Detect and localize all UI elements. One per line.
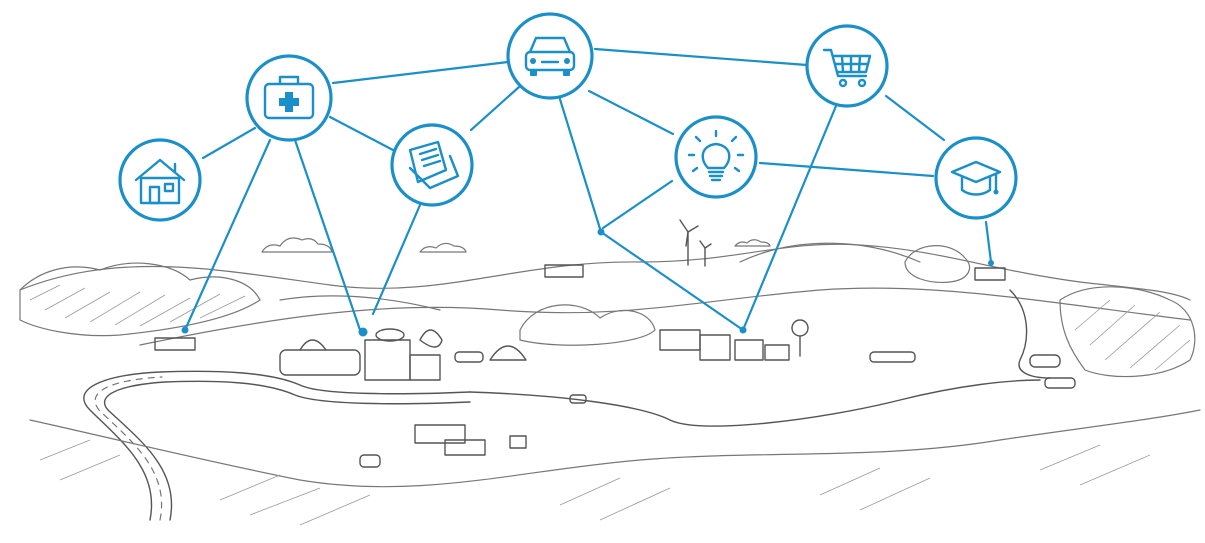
road-far-right	[1009, 289, 1051, 379]
wind-turbine	[679, 219, 712, 267]
center-trees	[519, 304, 656, 346]
left-bushes	[19, 262, 261, 337]
folder-documents-icon	[408, 140, 460, 190]
node-innovation	[674, 115, 758, 199]
graduation-cap-icon	[950, 160, 1002, 196]
light-bulb-icon	[687, 129, 745, 182]
mid-hill-line	[139, 287, 1191, 346]
anchor-dot	[988, 260, 994, 266]
road-left-centerline	[94, 376, 163, 521]
anchor-dot	[181, 326, 189, 334]
node-education	[934, 136, 1018, 220]
network-links	[183, 47, 993, 332]
road-right-edge-1	[469, 379, 1041, 427]
node-home	[118, 138, 202, 222]
node-documents	[390, 123, 474, 207]
right-bushes-hatching	[1074, 299, 1191, 371]
cloud-middle	[419, 242, 467, 253]
foreground-hatching	[39, 439, 1151, 526]
node-shopping	[805, 24, 889, 108]
far-hills-line	[19, 243, 1191, 301]
anchor-dot	[597, 228, 605, 236]
cloud-left	[261, 237, 333, 253]
car-icon	[524, 36, 576, 76]
mid-hill-left	[279, 295, 441, 311]
foreground-line	[29, 409, 1201, 488]
house-icon	[134, 158, 186, 205]
node-health	[245, 54, 333, 142]
node-mobility	[506, 12, 594, 100]
first-aid-kit-icon	[263, 75, 315, 120]
left-bushes-hatching	[29, 284, 246, 327]
village-buildings	[154, 264, 1076, 468]
network-anchor-dots	[181, 228, 994, 337]
shopping-cart-icon	[822, 48, 872, 88]
anchor-dot	[358, 327, 368, 337]
road-left-edge-1	[83, 370, 471, 521]
far-hill-right	[739, 242, 921, 263]
cloud-right	[734, 239, 771, 247]
road-left-edge-2	[103, 380, 471, 521]
landscape-sketch	[19, 219, 1201, 526]
right-trees	[904, 245, 971, 283]
right-bushes	[1059, 286, 1196, 378]
anchor-dot	[739, 326, 747, 334]
